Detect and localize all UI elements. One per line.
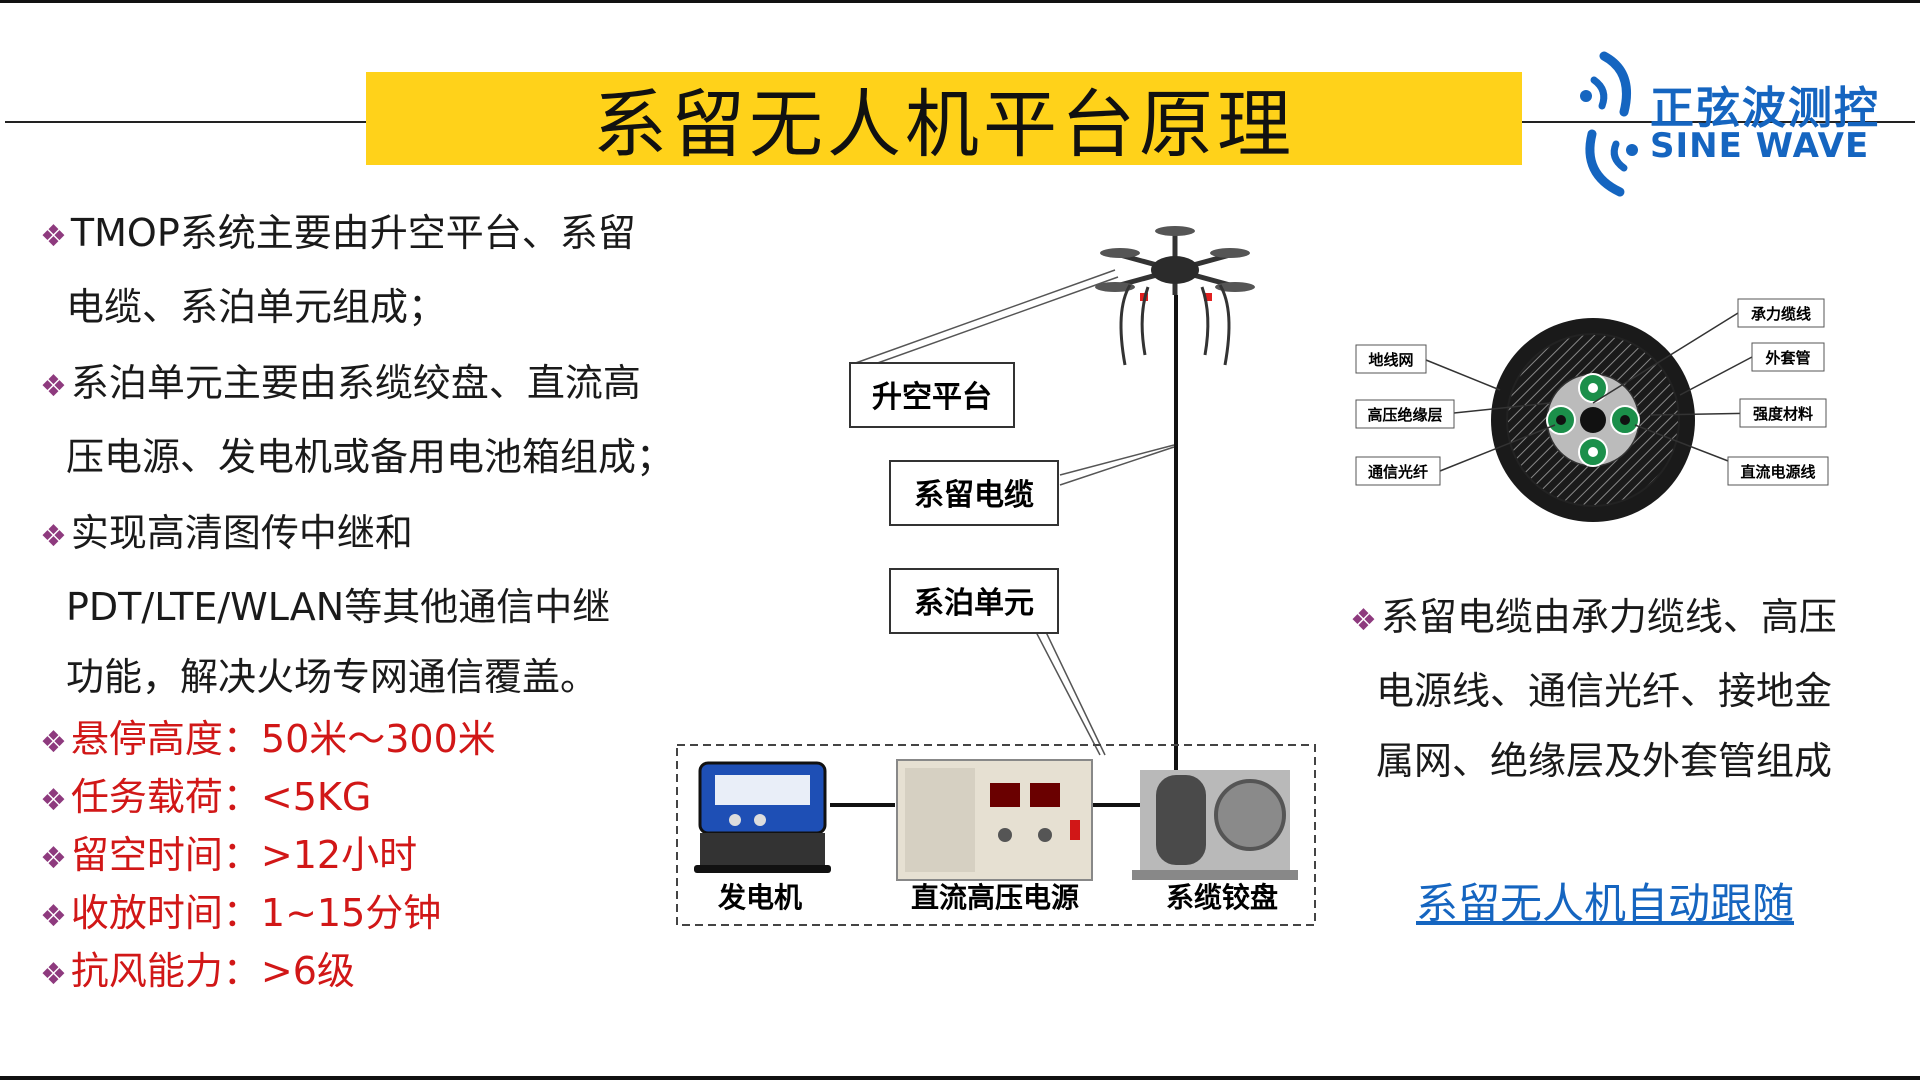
spec-item: ❖收放时间：1~15分钟 — [40, 891, 442, 935]
diamond-bullet-icon: ❖ — [40, 725, 67, 760]
bullet-3-cont2: 功能，解决火场专网通信覆盖。 — [66, 655, 599, 699]
generator-icon — [694, 761, 831, 873]
auto-follow-link[interactable]: 系留无人机自动跟随 — [1416, 879, 1795, 928]
logo-text-cn: 正弦波测控 — [1650, 83, 1880, 134]
cs-label-dc-power-line: 直流电源线 — [1740, 463, 1815, 481]
spec-item: ❖悬停高度：50米～300米 — [40, 717, 496, 761]
diamond-bullet-icon: ❖ — [1350, 603, 1377, 638]
title-rule-right — [1520, 121, 1915, 123]
diamond-bullet-icon: ❖ — [40, 957, 67, 992]
label-platform: 升空平台 — [872, 380, 992, 415]
dc-power-supply-icon — [896, 759, 1093, 881]
cs-label-ground-mesh: 地线网 — [1368, 351, 1413, 369]
title-banner: 系留无人机平台原理 — [366, 72, 1522, 168]
cs-label-optical-fiber: 通信光纤 — [1368, 463, 1428, 481]
mooring-unit-box — [676, 744, 1316, 926]
spec-item: ❖留空时间：>12小时 — [40, 833, 418, 877]
cs-label-outer-sheath: 外套管 — [1764, 349, 1810, 367]
bottom-border — [0, 1076, 1920, 1080]
top-border — [0, 0, 1920, 3]
bullet-2: ❖系泊单元主要由系缆绞盘、直流高 — [40, 361, 641, 405]
bullet-1: ❖TMOP系统主要由升空平台、系留 — [40, 211, 636, 255]
diamond-bullet-icon: ❖ — [40, 219, 67, 254]
cable-cross-section: 地线网 高压绝缘层 通信光纤 承力缆线 外套管 强度材料 直流电源线 — [1355, 298, 1829, 522]
conductor-cores — [1546, 373, 1640, 467]
diamond-bullet-icon: ❖ — [40, 899, 67, 934]
page-title: 系留无人机平台原理 — [593, 82, 1295, 168]
bullet-3: ❖实现高清图传中继和 — [40, 511, 413, 555]
system-diagram: 升空平台 系留电缆 系泊单元 发电机 直流高压电源 系缆铰盘 — [676, 226, 1316, 926]
spec-list: ❖悬停高度：50米～300米 ❖任务载荷：<5KG ❖留空时间：>12小时 ❖收… — [40, 712, 680, 1002]
bullet-1-cont: 电缆、系泊单元组成； — [66, 285, 447, 329]
sine-wave-logo-icon — [1580, 51, 1638, 197]
diamond-bullet-icon: ❖ — [40, 369, 67, 404]
diamond-bullet-icon: ❖ — [40, 841, 67, 876]
label-winch: 系缆铰盘 — [1166, 881, 1278, 914]
bullet-3-cont: PDT/LTE/WLAN等其他通信中继 — [66, 585, 611, 629]
bullet-2-cont: 压电源、发电机或备用电池箱组成； — [66, 435, 675, 479]
label-dc-power: 直流高压电源 — [911, 881, 1079, 914]
label-cable: 系留电缆 — [914, 478, 1034, 513]
left-bullet-list: ❖TMOP系统主要由升空平台、系留 电缆、系泊单元组成； ❖系泊单元主要由系缆绞… — [40, 198, 680, 1002]
spec-item: ❖抗风能力：>6级 — [40, 949, 355, 993]
diamond-bullet-icon: ❖ — [40, 519, 67, 554]
winch-icon — [1132, 770, 1298, 880]
cs-label-load-cable: 承力缆线 — [1751, 305, 1811, 323]
diamond-bullet-icon: ❖ — [40, 783, 67, 818]
cs-label-strength: 强度材料 — [1753, 405, 1813, 423]
title-rule-left — [5, 121, 367, 123]
label-generator: 发电机 — [717, 881, 802, 914]
label-mooring: 系泊单元 — [914, 586, 1034, 621]
drone-icon — [1095, 226, 1255, 366]
spec-item: ❖任务载荷：<5KG — [40, 775, 372, 819]
cable-description: ❖系留电缆由承力缆线、高压 电源线、通信光纤、接地金 属网、绝缘层及外套管组成 — [1350, 595, 1837, 783]
logo-text-en: SINE WAVE — [1650, 126, 1870, 166]
cs-label-hv-insulation: 高压绝缘层 — [1367, 406, 1442, 424]
